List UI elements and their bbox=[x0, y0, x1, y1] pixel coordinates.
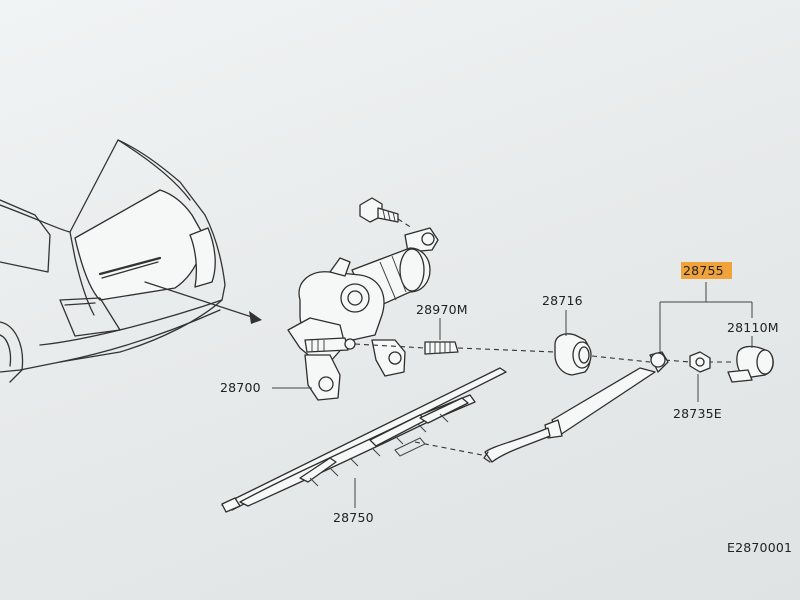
mounting-bolt bbox=[359, 197, 413, 229]
label-28716[interactable]: 28716 bbox=[542, 293, 583, 308]
label-28970M[interactable]: 28970M bbox=[416, 302, 468, 317]
grommet-28970M bbox=[424, 341, 459, 355]
diagram-code: E2870001 bbox=[727, 540, 792, 555]
leader-lines bbox=[272, 282, 753, 508]
assembly-axis-line-2 bbox=[457, 347, 556, 353]
wiper-motor-28700 bbox=[287, 227, 439, 401]
label-28750[interactable]: 28750 bbox=[333, 510, 374, 525]
assembly-axis-line-3 bbox=[591, 355, 651, 363]
label-28755[interactable]: 28755 bbox=[683, 263, 724, 278]
label-28110M[interactable]: 28110M bbox=[727, 320, 779, 335]
nut-28735E bbox=[689, 351, 711, 373]
wiper-blade-28750 bbox=[221, 367, 507, 513]
assembly-axis-line-1 bbox=[354, 343, 426, 349]
label-28700[interactable]: 28700 bbox=[220, 380, 261, 395]
wiper-arm bbox=[414, 351, 669, 463]
assembly-axis-line-4 bbox=[664, 359, 691, 363]
cover-cap-28110M bbox=[727, 345, 774, 383]
vehicle-rear-illustration bbox=[0, 139, 262, 383]
pivot-cap-28716 bbox=[554, 333, 592, 376]
label-28735E[interactable]: 28735E bbox=[673, 406, 722, 421]
highlight-28755 bbox=[681, 262, 732, 279]
